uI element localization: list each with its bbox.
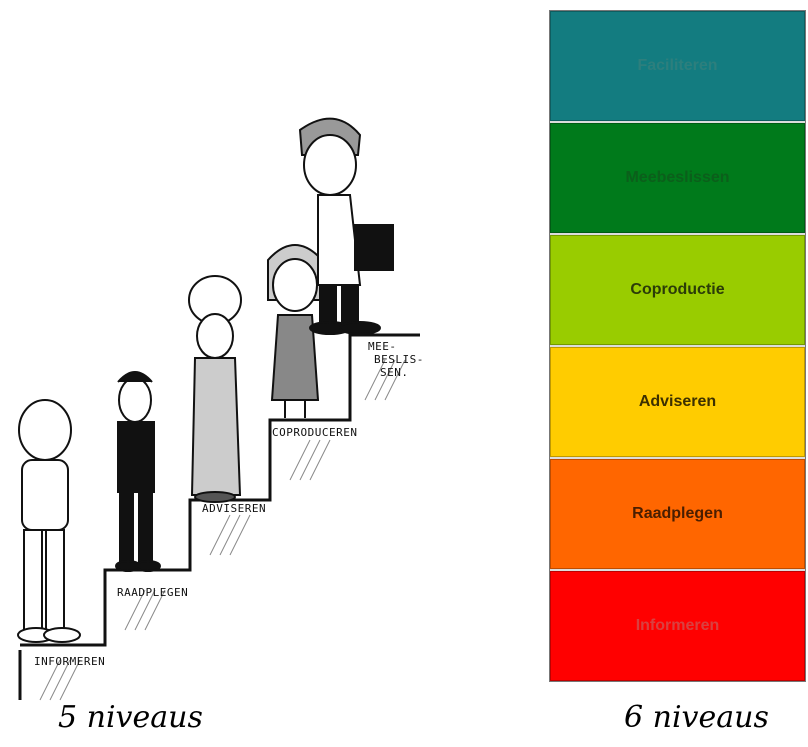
step-label-line: MEE- bbox=[368, 340, 397, 353]
caption-right: 6 niveaus bbox=[624, 700, 769, 735]
figure-raadplegen bbox=[115, 371, 161, 572]
step-label-line: BESLIS- bbox=[374, 353, 424, 366]
level-faciliteren: Faciliteren bbox=[550, 11, 805, 123]
step-hatching bbox=[39, 359, 406, 701]
staircase-cartoon: INFORMEREN RAADPLEGEN ADVISEREN COPRODUC… bbox=[17, 117, 424, 701]
step-label-informeren: INFORMEREN bbox=[34, 655, 105, 668]
step-label-line: SEN. bbox=[380, 366, 409, 379]
figure-meebeslissen bbox=[298, 117, 394, 335]
step-label-adviseren: ADVISEREN bbox=[202, 502, 266, 515]
step-label-meebeslissen: MEE-BESLIS-SEN. bbox=[368, 340, 424, 379]
step-label-coproduceren: COPRODUCEREN bbox=[272, 426, 357, 439]
figure-coproduceren bbox=[267, 244, 323, 418]
step-label-raadplegen: RAADPLEGEN bbox=[117, 586, 188, 599]
level-informeren: Informeren bbox=[550, 571, 805, 681]
level-coproductie: Coproductie bbox=[550, 235, 805, 347]
figure-informeren bbox=[17, 399, 81, 643]
level-raadplegen: Raadplegen bbox=[550, 459, 805, 571]
figure-adviseren bbox=[188, 275, 242, 503]
level-adviseren: Adviseren bbox=[550, 347, 805, 459]
caption-left: 5 niveaus bbox=[58, 700, 203, 735]
level-meebeslissen: Meebeslissen bbox=[550, 123, 805, 235]
